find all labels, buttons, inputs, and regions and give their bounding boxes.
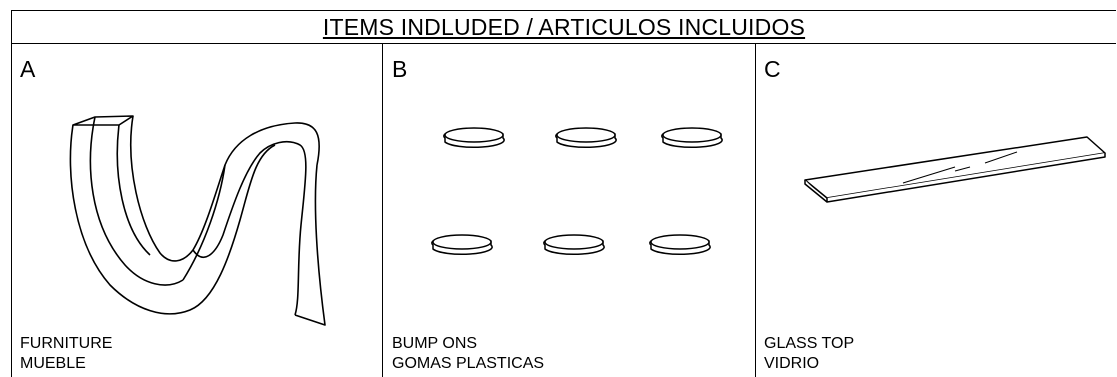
item-b-letter: B xyxy=(392,56,408,82)
item-c-name-en: GLASS TOP xyxy=(764,335,855,352)
bump-on-pad xyxy=(431,234,493,256)
column-border-left xyxy=(11,44,12,377)
furniture-illustration xyxy=(69,115,326,326)
item-a-letter: A xyxy=(20,56,36,82)
item-a-name-es: MUEBLE xyxy=(20,355,86,372)
item-c-caption: GLASS TOP VIDRIO xyxy=(764,334,854,374)
item-b-caption: BUMP ONS GOMAS PLASTICAS xyxy=(392,334,544,374)
item-b-name-en: BUMP ONS xyxy=(392,335,478,352)
item-a-caption: FURNITURE MUEBLE xyxy=(20,334,112,374)
bump-on-pad xyxy=(661,127,723,149)
items-included-header: ITEMS INDLUDED / ARTICULOS INCLUIDOS xyxy=(11,10,1116,44)
bump-ons-illustration xyxy=(431,127,723,256)
bump-on-pad xyxy=(543,234,605,256)
glass-top-illustration xyxy=(804,136,1106,203)
item-b-name-es: GOMAS PLASTICAS xyxy=(392,355,545,372)
bump-on-pad xyxy=(443,127,505,149)
item-c-name-es: VIDRIO xyxy=(764,355,820,372)
item-a-name-en: FURNITURE xyxy=(20,335,113,352)
column-divider-a-b xyxy=(382,44,383,377)
items-included-title: ITEMS INDLUDED / ARTICULOS INCLUIDOS xyxy=(322,13,806,40)
item-c-letter: C xyxy=(764,56,781,82)
column-divider-b-c xyxy=(755,44,756,377)
bump-on-pad xyxy=(555,127,617,149)
bump-on-pad xyxy=(649,234,711,256)
